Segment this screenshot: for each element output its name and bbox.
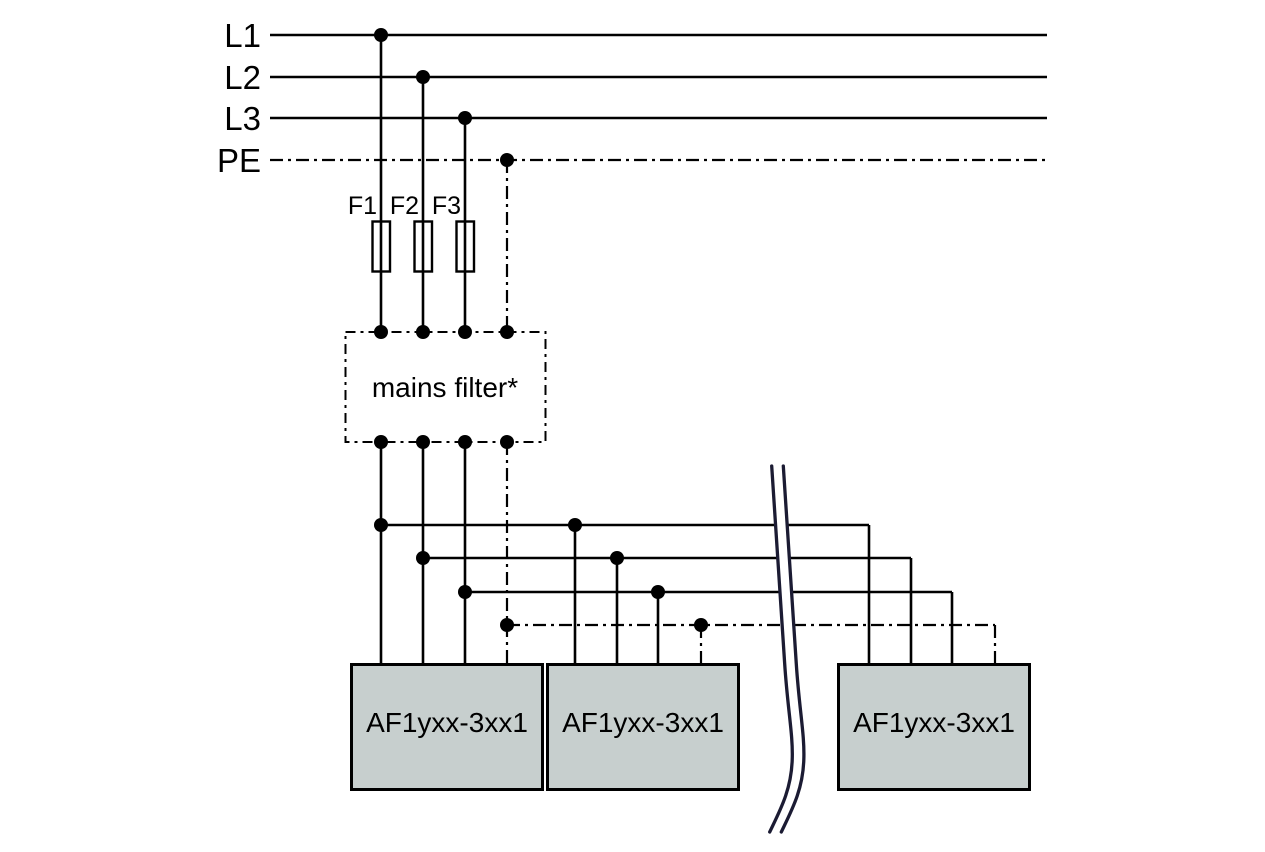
mains-filter-label: mains filter* xyxy=(372,372,518,403)
drive-unit-3-label: AF1yxx-3xx1 xyxy=(853,707,1015,738)
junction-dot xyxy=(374,28,388,42)
junction-dots xyxy=(374,28,708,632)
fuse-label-f2: F2 xyxy=(390,192,419,220)
junction-dot xyxy=(651,585,665,599)
fuse-label-f1: F1 xyxy=(348,192,377,220)
junction-dot xyxy=(610,551,624,565)
drive-unit-3-box xyxy=(837,663,1031,791)
phase-label-l3: L3 xyxy=(224,100,261,137)
unit2-drops xyxy=(573,525,703,665)
rail-to-filter-drops xyxy=(379,35,509,332)
drive-unit-2-label: AF1yxx-3xx1 xyxy=(562,707,724,738)
drive-unit-1-label: AF1yxx-3xx1 xyxy=(366,707,528,738)
junction-dot xyxy=(458,325,472,339)
junction-dot xyxy=(500,618,514,632)
junction-dot xyxy=(416,551,430,565)
distribution-branches xyxy=(381,523,995,627)
phase-label-l1: L1 xyxy=(224,17,261,54)
mains-filter-box xyxy=(344,331,547,443)
drive-unit-2-box xyxy=(546,663,740,791)
junction-dot xyxy=(500,153,514,167)
junction-dot xyxy=(416,435,430,449)
line-break-symbol xyxy=(768,464,806,835)
phase-labels: L1 L2 L3 PE xyxy=(217,17,261,179)
fuse-label-f3: F3 xyxy=(432,192,461,220)
mains-filter: mains filter* xyxy=(344,331,547,443)
junction-dot xyxy=(416,70,430,84)
unit3-drops xyxy=(867,525,997,665)
break-curve-left xyxy=(768,464,794,834)
junction-dot xyxy=(458,435,472,449)
phase-label-pe: PE xyxy=(217,142,261,179)
drive-unit-1-box xyxy=(350,663,544,791)
junction-dot xyxy=(500,435,514,449)
junction-dot xyxy=(458,111,472,125)
junction-dot xyxy=(374,518,388,532)
break-curve-right xyxy=(779,464,806,834)
junction-dot xyxy=(458,585,472,599)
junction-dot xyxy=(374,325,388,339)
phase-label-l2: L2 xyxy=(224,59,261,96)
phase-rails xyxy=(270,33,1047,162)
junction-dot xyxy=(694,618,708,632)
fuse-labels: F1 F2 F3 xyxy=(348,192,461,220)
junction-dot xyxy=(568,518,582,532)
junction-dot xyxy=(416,325,430,339)
junction-dot xyxy=(374,435,388,449)
drive-units: AF1yxx-3xx1 AF1yxx-3xx1 AF1yxx-3xx1 xyxy=(350,663,1031,791)
break-mask xyxy=(770,465,804,835)
junction-dot xyxy=(500,325,514,339)
filter-output-drops xyxy=(379,442,509,665)
